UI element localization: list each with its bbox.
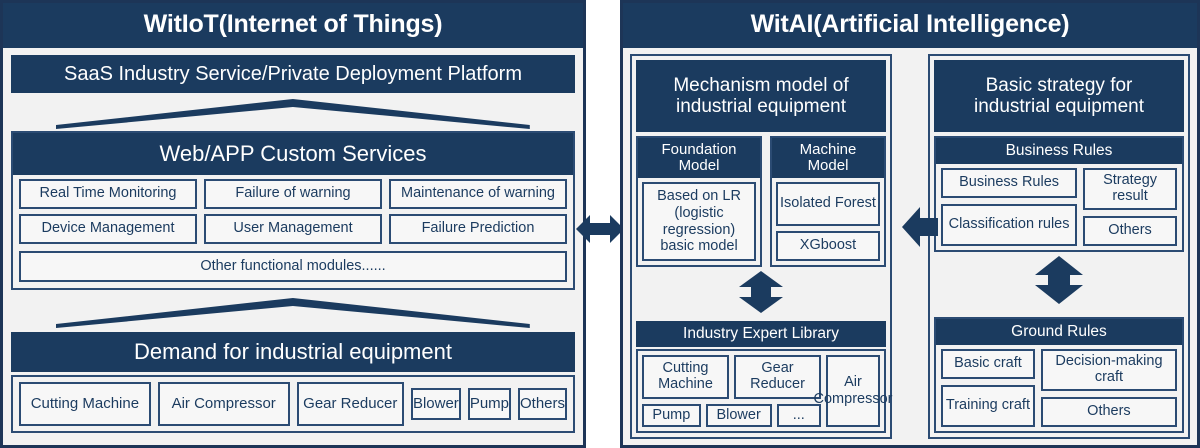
foundation-item-lr-basic-model[interactable]: Based on LR (logistic regression) basic …	[642, 182, 756, 261]
business-rules-group: Business Rules Business Rules Classifica…	[934, 136, 1184, 252]
expert-row-1: Cutting Machine Gear Reducer	[642, 355, 821, 399]
service-row-2: Device Management User Management Failur…	[13, 214, 573, 244]
equipment-air-compressor[interactable]: Air Compressor	[157, 382, 290, 426]
expert-ellipsis[interactable]: ...	[776, 404, 821, 427]
machine-model-head: Machine Model	[772, 138, 884, 178]
webapp-services-bar: Web/APP Custom Services	[13, 133, 573, 175]
foundation-head-line-1: Foundation	[661, 140, 737, 158]
equipment-blower[interactable]: Blower	[410, 388, 461, 420]
service-device-management[interactable]: Device Management	[19, 214, 197, 244]
ground-rules-head: Ground Rules	[936, 319, 1182, 345]
witiot-panel-body: SaaS Industry Service/Private Deployment…	[3, 48, 583, 445]
service-row-1: Real Time Monitoring Failure of warning …	[13, 179, 573, 209]
ground-rules-col-a: Basic craft Training craft	[941, 349, 1035, 427]
business-rules-col-b: Strategy result Others	[1083, 168, 1177, 246]
services-group: Web/APP Custom Services Real Time Monito…	[11, 131, 575, 290]
basic-strategy-column: Basic strategy for industrial equipment …	[928, 54, 1190, 439]
service-maintenance-of-warning[interactable]: Maintenance of warning	[389, 179, 567, 209]
service-real-time-monitoring[interactable]: Real Time Monitoring	[19, 179, 197, 209]
chevron-up-icon	[56, 99, 530, 129]
witiot-panel: WitIoT(Internet of Things) SaaS Industry…	[0, 0, 586, 448]
equipment-gear-reducer[interactable]: Gear Reducer	[296, 382, 404, 426]
mechanism-title-line-1: Mechanism model of	[673, 74, 849, 96]
foundation-model-card: Foundation Model Based on LR (logistic r…	[636, 136, 762, 267]
machine-model-body: Isolated Forest XGboost	[772, 178, 884, 265]
double-vertical-arrow-icon-mechanism	[731, 271, 791, 313]
expert-library-left: Cutting Machine Gear Reducer Pump Blower…	[642, 355, 821, 427]
ground-rules-group: Ground Rules Basic craft Training craft …	[934, 317, 1184, 433]
machine-item-isolated-forest[interactable]: Isolated Forest	[776, 182, 880, 226]
model-row: Foundation Model Based on LR (logistic r…	[636, 136, 886, 267]
business-rules-head: Business Rules	[936, 138, 1182, 164]
business-rule-others[interactable]: Others	[1083, 216, 1177, 246]
saas-platform-bar: SaaS Industry Service/Private Deployment…	[11, 55, 575, 93]
ground-rule-basic-craft[interactable]: Basic craft	[941, 349, 1035, 379]
double-vertical-arrow-icon-strategy	[1029, 256, 1089, 304]
business-rule-strategy-result[interactable]: Strategy result	[1083, 168, 1177, 210]
strategy-vertical-arrow-wrap	[934, 252, 1184, 317]
ground-rules-grid: Basic craft Training craft Decision-maki…	[936, 345, 1182, 427]
service-failure-of-warning[interactable]: Failure of warning	[204, 179, 382, 209]
ground-rule-decision-making-craft[interactable]: Decision-making craft	[1040, 349, 1177, 391]
chevron-up-top-wrap	[11, 95, 575, 131]
expert-pump[interactable]: Pump	[642, 404, 701, 427]
business-rules-grid: Business Rules Classification rules Stra…	[936, 164, 1182, 246]
machine-model-card: Machine Model Isolated Forest XGboost	[770, 136, 886, 267]
chevron-up-bottom-wrap	[11, 290, 575, 332]
strategy-title-line-1: Basic strategy for	[985, 74, 1133, 96]
double-horizontal-arrow-icon	[576, 209, 624, 249]
business-rule-business-rules[interactable]: Business Rules	[941, 168, 1078, 198]
expert-air-compressor[interactable]: Air Compressor	[814, 355, 892, 427]
chevron-up-icon-2	[56, 298, 530, 328]
mechanism-title-line-2: industrial equipment	[675, 96, 847, 117]
basic-strategy-title: Basic strategy for industrial equipment	[934, 60, 1184, 132]
machine-item-xgboost[interactable]: XGboost	[776, 231, 880, 261]
mechanism-model-title: Mechanism model of industrial equipment	[636, 60, 886, 132]
machine-head-line-2: Model	[807, 157, 849, 174]
expert-blower[interactable]: Blower	[705, 404, 772, 427]
mechanism-model-column: Mechanism model of industrial equipment …	[630, 54, 892, 439]
expert-gear-reducer[interactable]: Gear Reducer	[734, 355, 821, 399]
foundation-model-head: Foundation Model	[638, 138, 760, 178]
witiot-panel-title: WitIoT(Internet of Things)	[3, 3, 583, 48]
service-failure-prediction[interactable]: Failure Prediction	[389, 214, 567, 244]
equipment-pump[interactable]: Pump	[467, 388, 511, 420]
other-functional-modules[interactable]: Other functional modules......	[19, 251, 567, 282]
expert-cutting-machine[interactable]: Cutting Machine	[642, 355, 729, 399]
foundation-head-line-2: Model	[678, 157, 720, 174]
demand-industrial-equipment-bar: Demand for industrial equipment	[11, 332, 575, 372]
business-rules-col-a: Business Rules Classification rules	[941, 168, 1078, 246]
ground-rule-others[interactable]: Others	[1040, 397, 1177, 427]
equipment-others[interactable]: Others	[518, 388, 568, 420]
witai-panel: WitAI(Artificial Intelligence) Mechanism…	[620, 0, 1200, 448]
expert-row-2: Pump Blower ...	[642, 404, 821, 427]
witai-panel-title: WitAI(Artificial Intelligence)	[623, 3, 1197, 48]
industry-expert-library-bar: Industry Expert Library	[636, 321, 886, 347]
strategy-title-line-2: industrial equipment	[973, 96, 1145, 117]
left-arrow-icon-strategy-to-mechanism	[902, 205, 938, 249]
service-user-management[interactable]: User Management	[204, 214, 382, 244]
foundation-model-body: Based on LR (logistic regression) basic …	[638, 178, 760, 265]
ground-rule-training-craft[interactable]: Training craft	[941, 385, 1035, 427]
equipment-group: Cutting Machine Air Compressor Gear Redu…	[11, 375, 575, 433]
witai-panel-body: Mechanism model of industrial equipment …	[623, 48, 1197, 445]
industry-expert-library-group: Cutting Machine Gear Reducer Pump Blower…	[636, 349, 892, 433]
mechanism-vertical-arrow-wrap	[636, 267, 886, 321]
business-rule-classification-rules[interactable]: Classification rules	[941, 204, 1078, 246]
ground-rules-col-b: Decision-making craft Others	[1040, 349, 1177, 427]
machine-head-line-1: Machine	[799, 140, 857, 158]
equipment-cutting-machine[interactable]: Cutting Machine	[19, 382, 151, 426]
